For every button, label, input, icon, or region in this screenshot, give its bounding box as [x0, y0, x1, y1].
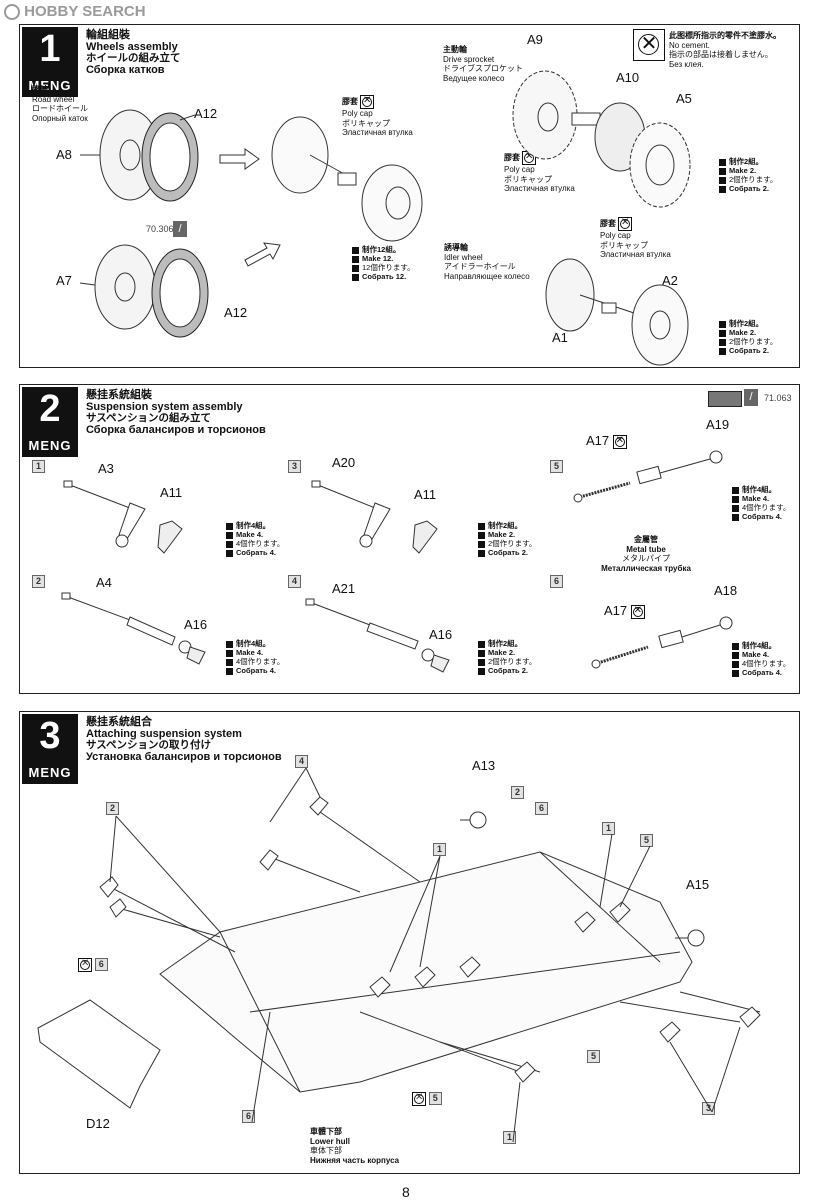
watermark-logo: HOBBY SEARCH: [4, 3, 146, 21]
part-a19: A19: [706, 417, 730, 432]
step1-number: 1: [22, 27, 78, 75]
substep-4: 4: [288, 575, 301, 588]
step3-title: 懸挂系統組合 Attaching suspension system サスペンシ…: [86, 716, 282, 763]
part-a11-right: A11: [414, 487, 437, 502]
step2-number: 2: [22, 387, 78, 435]
callout-6-mid: 6: [535, 802, 548, 815]
paint-swatch: [708, 391, 742, 407]
callout-6-left: 6: [78, 958, 108, 972]
make-2-label-3: 制作2組。 Make 2. 2個作ります。 Собрать 2.: [478, 521, 536, 557]
make-12-label: 制作12組。 Make 12. 12個作ります。 Собрать 12.: [352, 245, 415, 281]
callout-6-bottom: 6: [242, 1110, 255, 1123]
callout-5-bottom: 5: [587, 1050, 600, 1063]
lower-hull-label: 車體下部 Lower hull 車体下部 Нижняя часть корпус…: [310, 1127, 400, 1165]
no-cement-icon: [630, 604, 645, 619]
part-a12-top: A12: [194, 106, 218, 121]
part-a1: A1: [552, 330, 568, 345]
make-4-label-5: 制作4組。 Make 4. 4個作ります。 Собрать 4.: [732, 485, 790, 521]
poly-cap-label-3: 膠套 Poly cap ポリキャップ Эластичная втулка: [600, 217, 671, 260]
watermark-icon: [4, 4, 20, 21]
part-a21: A21: [332, 581, 356, 596]
substep-5: 5: [550, 460, 563, 473]
no-cement-icon: [412, 1092, 427, 1106]
part-a16-left: A16: [184, 617, 208, 632]
callout-2-top: 2: [106, 802, 119, 815]
make-2-idler-label: 制作2組。 Make 2. 2個作ります。 Собрать 2.: [719, 319, 777, 355]
callout-1-right: 1: [602, 822, 615, 835]
step2-drawing: [61, 450, 733, 673]
part-a8: A8: [56, 147, 72, 162]
step3-number: 3: [22, 714, 78, 762]
step3-panel: 3 MENG 懸挂系統組合 Attaching suspension syste…: [19, 711, 800, 1174]
brush-icon: /: [173, 221, 187, 237]
part-a17-bottom: A17: [604, 603, 645, 619]
part-a5: A5: [676, 91, 692, 106]
idler-wheel-label: 誘導輪 Idler wheel アイドラーホイール Направляющее к…: [444, 243, 530, 281]
step2-title: 懸挂系統組裝 Suspension system assembly サスペンショ…: [86, 389, 266, 436]
no-cement-icon: [618, 217, 633, 231]
part-a12-bottom: A12: [224, 305, 248, 320]
no-cement-icon: [78, 958, 93, 972]
step1-title: 輪組組裝 Wheels assembly ホイールの組み立て Сборка ка…: [86, 29, 181, 76]
meng-logo: MENG: [22, 762, 78, 784]
substep-6: 6: [550, 575, 563, 588]
part-a10: A10: [616, 70, 640, 85]
meng-logo: MENG: [22, 75, 78, 97]
paint-code-70306: 70.306: [146, 224, 174, 234]
substep-3: 3: [288, 460, 301, 473]
no-cement-icon: [612, 434, 627, 449]
callout-1-top: 1: [433, 843, 446, 856]
part-a18: A18: [714, 583, 738, 598]
part-a11-left: A11: [160, 485, 183, 500]
part-a15: A15: [686, 877, 710, 892]
make-2-label-4: 制作2組。 Make 2. 2個作ります。 Собрать 2.: [478, 639, 536, 675]
page-number: 8: [402, 1184, 410, 1200]
make-4-label-1: 制作4組。 Make 4. 4個作ります。 Собрать 4.: [226, 521, 284, 557]
brush-icon: /: [744, 389, 758, 406]
part-a16-right: A16: [429, 627, 453, 642]
no-cement-icon: [360, 95, 375, 109]
part-a17-top: A17: [586, 433, 627, 449]
paint-code-71063: 71.063: [764, 393, 792, 403]
callout-5-low: 5: [412, 1092, 442, 1106]
callout-4: 4: [295, 755, 308, 768]
part-a2: A2: [662, 273, 678, 288]
substep-1: 1: [32, 460, 45, 473]
part-a13: A13: [472, 758, 496, 773]
make-4-label-2: 制作4組。 Make 4. 4個作ります。 Собрать 4.: [226, 639, 284, 675]
part-a4: A4: [96, 575, 112, 590]
road-wheel-label: 路輪 Road wheel ロードホイール Опорный каток: [32, 85, 88, 123]
make-2-sprocket-label: 制作2組。 Make 2. 2個作ります。 Собрать 2.: [719, 157, 777, 193]
meng-logo: MENG: [22, 435, 78, 457]
step1-panel: 1 MENG 輪組組裝 Wheels assembly ホイールの組み立て Сб…: [19, 24, 800, 368]
part-a7: A7: [56, 273, 72, 288]
drive-sprocket-label: 主動輪 Drive sprocket ドライブスプロケット Ведущее ко…: [443, 45, 523, 83]
part-d12: D12: [86, 1116, 110, 1131]
part-a9: A9: [527, 32, 543, 47]
part-a3: A3: [98, 461, 114, 476]
make-4-label-6: 制作4組。 Make 4. 4個作ります。 Собрать 4.: [732, 641, 790, 677]
part-a20: A20: [332, 455, 356, 470]
step1-drawing: [79, 70, 691, 366]
substep-2: 2: [32, 575, 45, 588]
no-cement-icon: ✕: [633, 29, 665, 61]
callout-2-mid: 2: [511, 786, 524, 799]
step2-panel: 2 MENG 懸挂系統組裝 Suspension system assembly…: [19, 384, 800, 694]
metal-tube-label: 金屬管 Metal tube メタルパイプ Металлическая труб…: [601, 535, 691, 573]
callout-5-right: 5: [640, 834, 653, 847]
poly-cap-label-1: 膠套 Poly cap ポリキャップ Эластичная втулка: [342, 95, 413, 138]
step3-drawing: [37, 767, 761, 1143]
